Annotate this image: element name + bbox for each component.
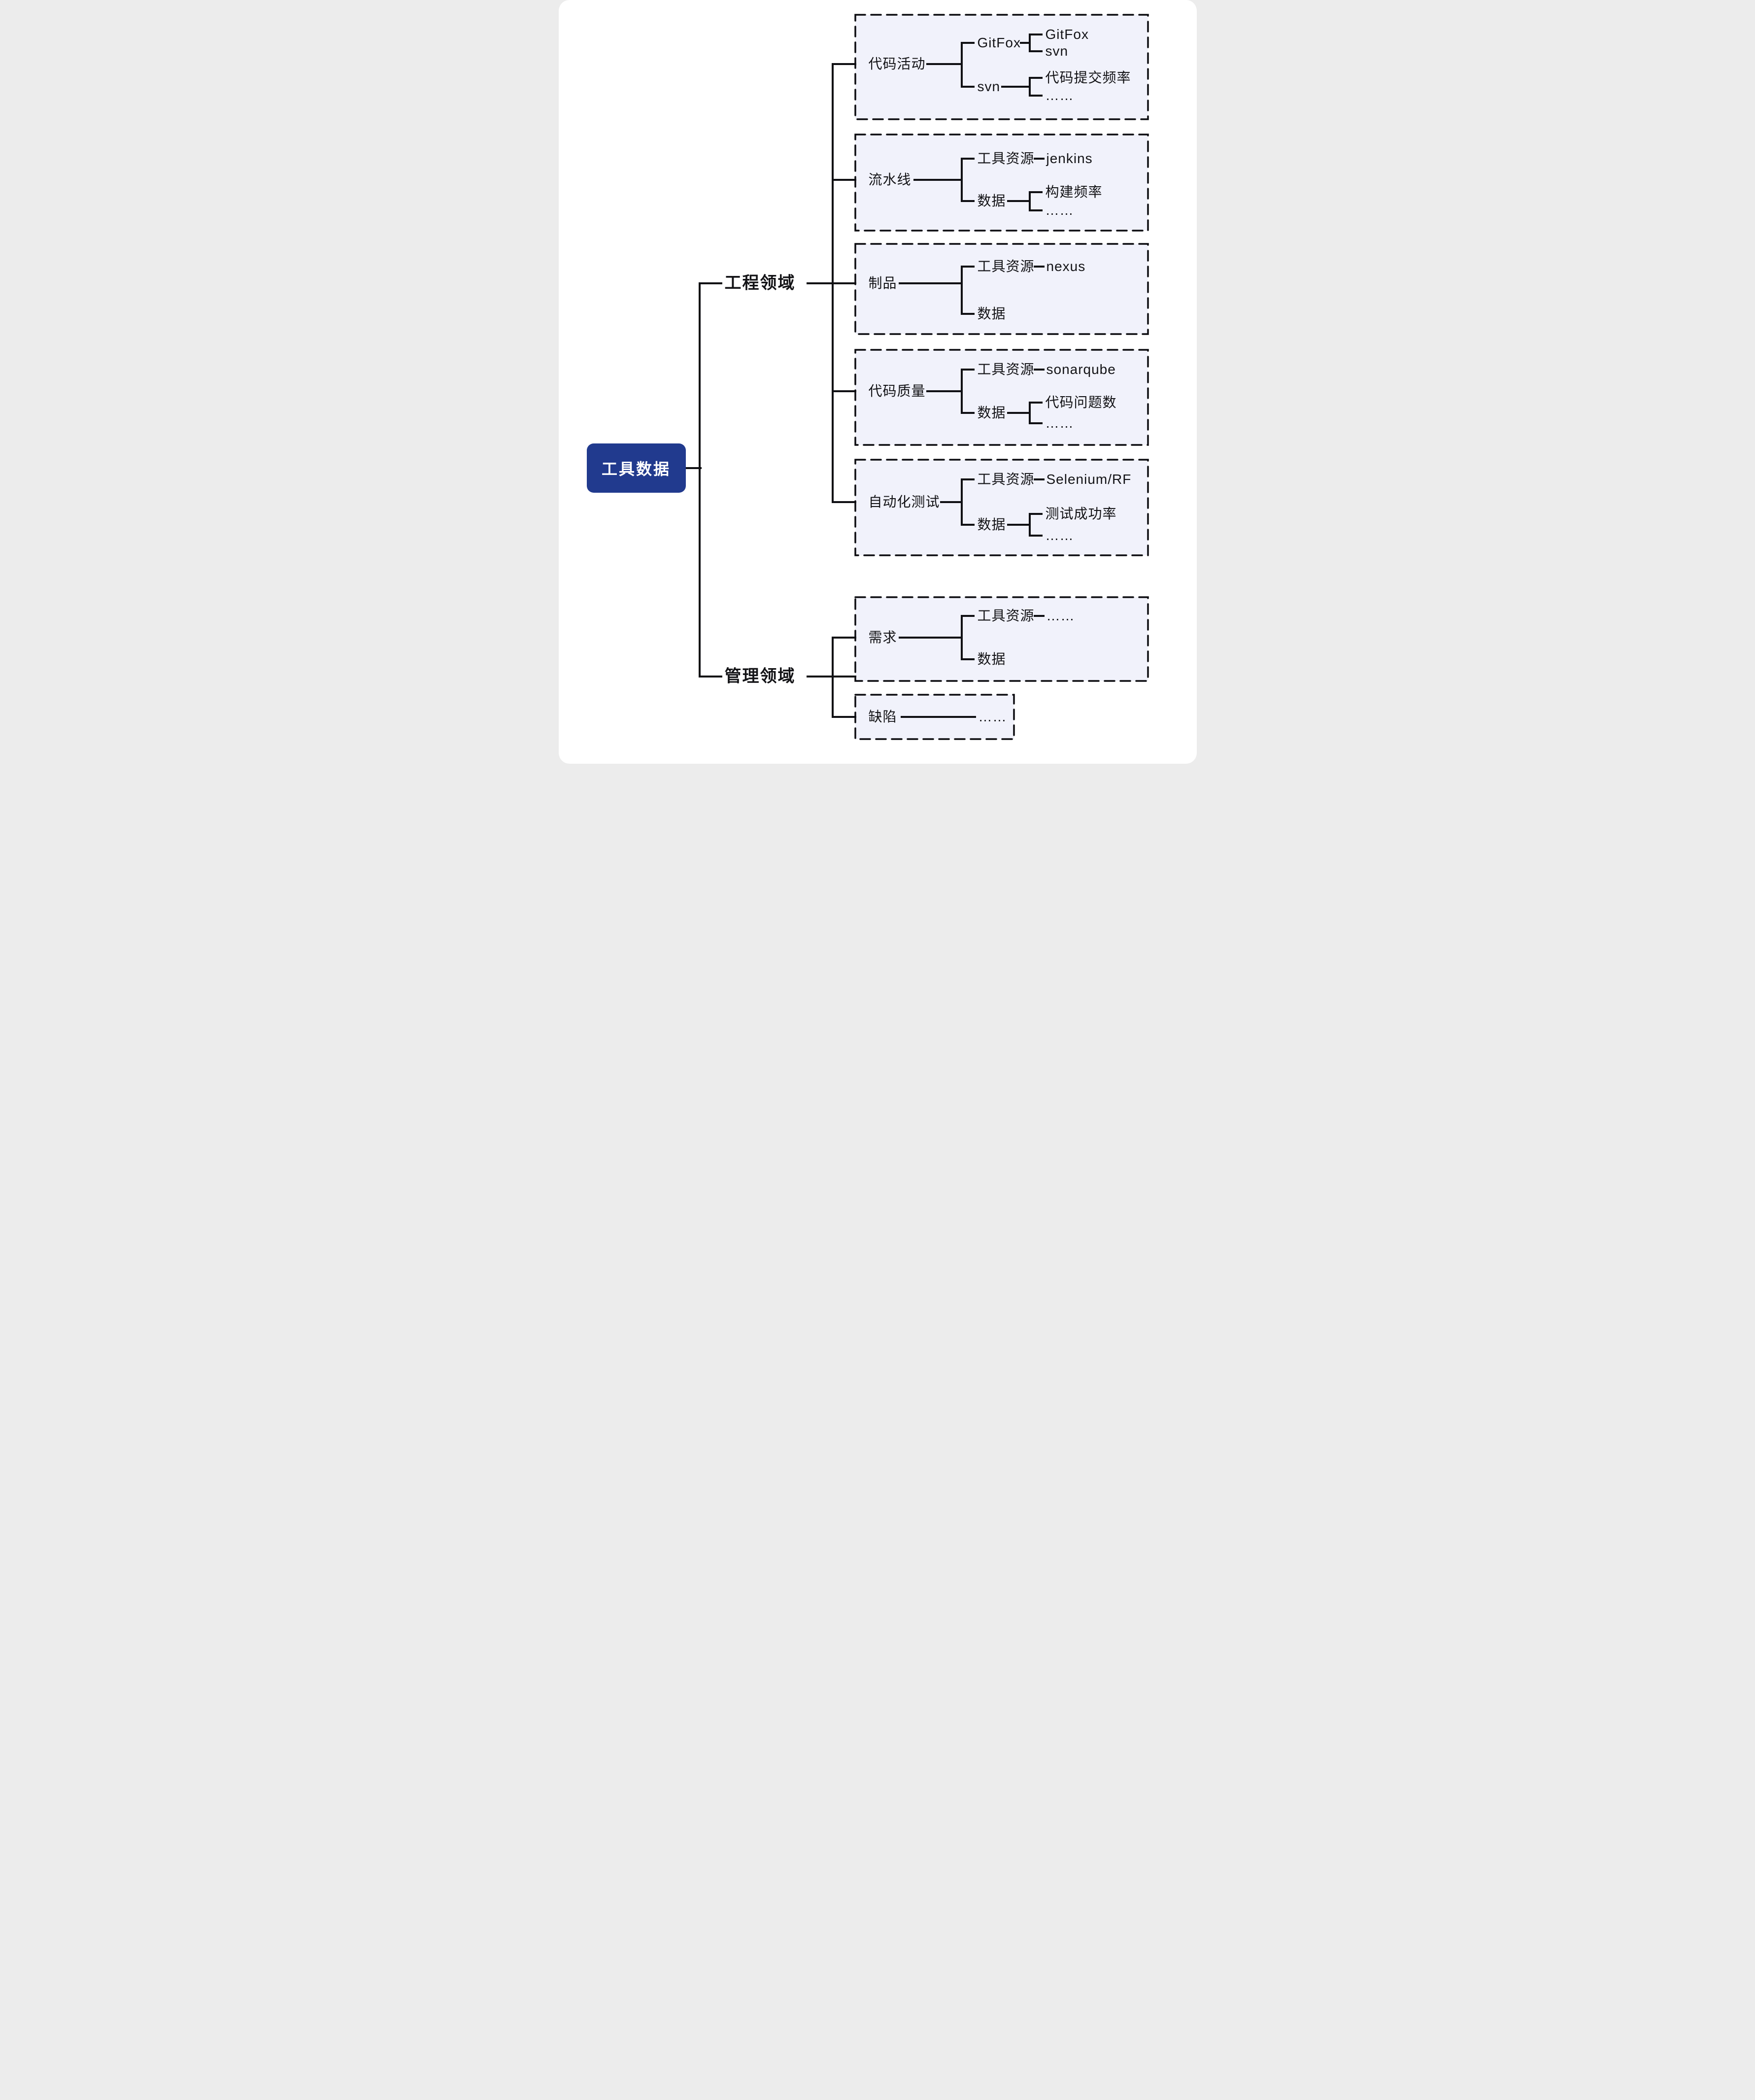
group-box-pipeline [854, 134, 1149, 232]
node-code-quality-tool-resource: 工具资源 [977, 361, 1035, 377]
mindmap-canvas: 工具数据 工程领域 管理领域 代码活动 GitFox GitFox svn sv… [558, 0, 1197, 764]
node-artifact: 制品 [868, 275, 897, 291]
node-root: 工具数据 [586, 443, 686, 493]
node-code-quality: 代码质量 [868, 383, 926, 399]
node-auto-test-data-item-test-success-rate: 测试成功率 [1045, 506, 1117, 521]
node-code-activity: 代码活动 [868, 56, 926, 71]
group-box-code-activity [854, 14, 1149, 120]
node-auto-test: 自动化测试 [868, 494, 940, 509]
node-code-quality-data-item-ellipsis: …… [1045, 415, 1074, 431]
node-code-activity-svn-item-ellipsis: …… [1045, 87, 1074, 103]
node-artifact-tool-value-nexus: nexus [1046, 258, 1086, 274]
node-domain-engineering: 工程领域 [724, 273, 796, 293]
node-code-activity-gitfox-item-gitfox: GitFox [1045, 26, 1089, 42]
node-pipeline-data-item-build-frequency: 构建频率 [1045, 184, 1103, 200]
node-defect: 缺陷 [868, 709, 897, 724]
node-domain-management: 管理领域 [724, 667, 796, 686]
node-requirement-tool-value-ellipsis: …… [1046, 608, 1075, 623]
node-auto-test-data-item-ellipsis: …… [1045, 527, 1074, 543]
node-auto-test-data: 数据 [977, 516, 1006, 532]
node-code-quality-data: 数据 [977, 405, 1006, 420]
node-requirement: 需求 [868, 629, 897, 645]
node-auto-test-tool-value-selenium-rf: Selenium/RF [1046, 471, 1132, 487]
group-box-auto-test [854, 459, 1149, 556]
group-box-artifact [854, 243, 1149, 335]
node-code-quality-tool-value-sonarqube: sonarqube [1046, 361, 1116, 377]
node-artifact-data: 数据 [977, 305, 1006, 321]
node-pipeline: 流水线 [868, 171, 911, 187]
node-code-quality-data-item-issue-count: 代码问题数 [1045, 394, 1117, 410]
node-requirement-data: 数据 [977, 651, 1006, 667]
node-code-activity-gitfox-item-svn: svn [1045, 43, 1069, 59]
node-code-activity-gitfox: GitFox [977, 34, 1021, 50]
node-pipeline-data: 数据 [977, 193, 1006, 208]
node-auto-test-tool-resource: 工具资源 [977, 471, 1035, 487]
node-code-activity-svn: svn [977, 78, 1001, 94]
node-defect-value-ellipsis: …… [978, 709, 1007, 724]
connector-lines [684, 14, 1149, 740]
node-code-activity-svn-item-commit-frequency: 代码提交频率 [1045, 69, 1131, 85]
group-box-code-quality [854, 349, 1149, 446]
group-box-requirement [854, 596, 1149, 682]
node-artifact-tool-resource: 工具资源 [977, 258, 1035, 274]
node-pipeline-data-item-ellipsis: …… [1045, 202, 1074, 218]
node-requirement-tool-resource: 工具资源 [977, 608, 1035, 623]
node-pipeline-tool-value-jenkins: jenkins [1046, 150, 1093, 166]
node-pipeline-tool-resource: 工具资源 [977, 150, 1035, 166]
